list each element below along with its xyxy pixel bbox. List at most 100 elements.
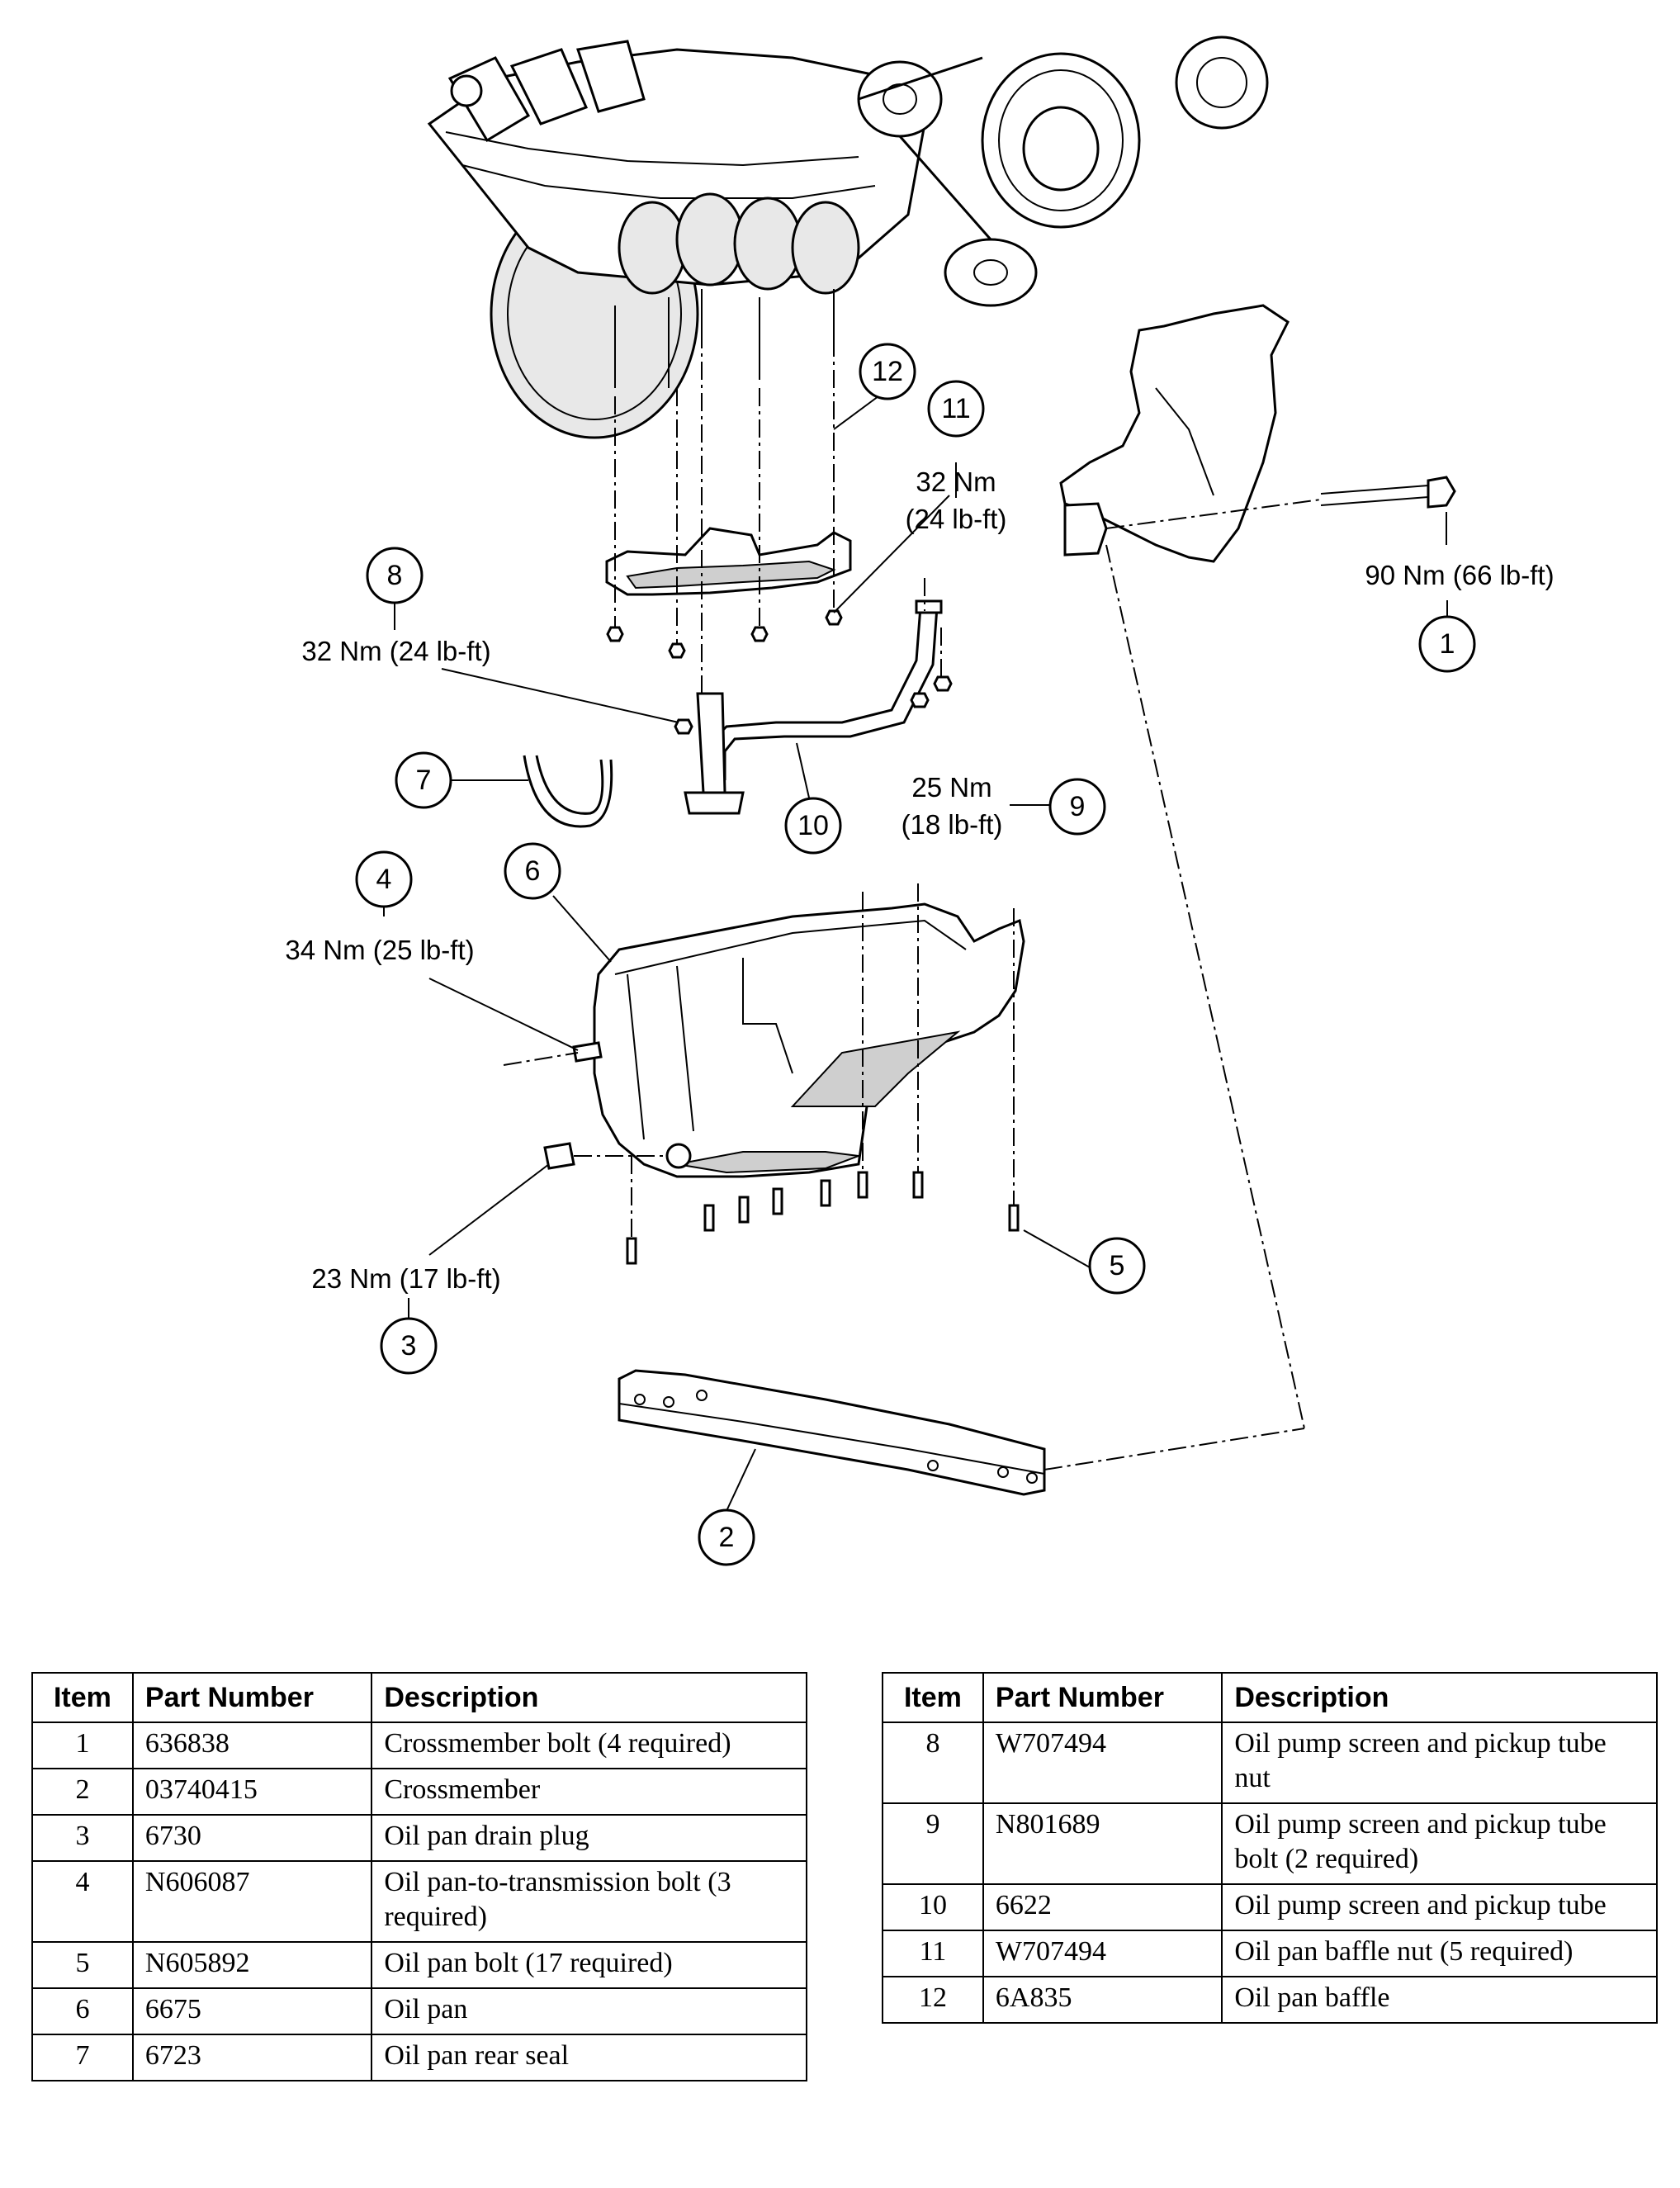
crossmember: [618, 1369, 1305, 1496]
callout-5: 5: [1088, 1237, 1146, 1295]
callout-12: 12: [859, 343, 916, 400]
torque-spec: 34 Nm (25 lb-ft): [285, 935, 474, 965]
callout-number: 1: [1440, 628, 1455, 660]
column-header-item: Item: [31, 1672, 134, 1723]
callout-8: 8 32 Nm (24 lb-ft): [301, 547, 491, 666]
description-cell: Oil pan: [371, 1987, 807, 2035]
part-number-cell: N801689: [982, 1802, 1223, 1885]
callout-10: 10: [784, 797, 842, 855]
description-cell: Oil pan drain plug: [371, 1814, 807, 1862]
item-cell: 8: [882, 1722, 984, 1804]
callout-number: 2: [719, 1522, 735, 1553]
oil-pan: [503, 883, 1025, 1265]
callout-11: 11 32 Nm (24 lb-ft): [906, 380, 1007, 534]
table-row: 4 N606087 Oil pan-to-transmission bolt (…: [31, 1860, 807, 1943]
torque-spec: 23 Nm (17 lb-ft): [311, 1263, 500, 1294]
table-row: 2 03740415 Crossmember: [31, 1768, 807, 1816]
oil-pan-bolts: [626, 883, 1020, 1265]
leader-lines: [383, 393, 1448, 1512]
item-cell: 5: [31, 1941, 134, 1989]
callout-number: 8: [387, 560, 403, 591]
table-row: 12 6A835 Oil pan baffle: [882, 1976, 1658, 2024]
column-header-description: Description: [1221, 1672, 1658, 1723]
part-number-cell: 6675: [131, 1987, 373, 2035]
callout-6: 6: [504, 842, 561, 900]
part-number-cell: N606087: [131, 1860, 373, 1943]
item-cell: 4: [31, 1860, 134, 1943]
oil-pan-rear-seal: [523, 755, 613, 828]
callout-9: 9 25 Nm (18 lb-ft): [902, 772, 1106, 840]
description-cell: Oil pump screen and pickup tube bolt (2 …: [1221, 1802, 1658, 1885]
table-header-row: Item Part Number Description: [31, 1672, 807, 1723]
part-number-cell: 03740415: [131, 1768, 373, 1816]
column-header-description: Description: [371, 1672, 807, 1723]
callout-number: 11: [941, 393, 970, 424]
table-row: 1 636838 Crossmember bolt (4 required): [31, 1722, 807, 1769]
description-cell: Oil pan baffle nut (5 required): [1221, 1930, 1658, 1977]
table-row: 7 6723 Oil pan rear seal: [31, 2034, 807, 2081]
description-cell: Crossmember: [371, 1768, 807, 1816]
description-cell: Crossmember bolt (4 required): [371, 1722, 807, 1769]
item-cell: 9: [882, 1802, 984, 1885]
table-row: 5 N605892 Oil pan bolt (17 required): [31, 1941, 807, 1989]
part-number-cell: 636838: [131, 1722, 373, 1769]
torque-spec: 32 Nm (24 lb-ft): [301, 636, 490, 666]
torque-spec-line2: (18 lb-ft): [902, 809, 1003, 840]
torque-spec-line1: 25 Nm: [911, 772, 991, 803]
item-cell: 7: [31, 2034, 134, 2081]
item-cell: 2: [31, 1768, 134, 1816]
torque-spec: 90 Nm (66 lb-ft): [1365, 560, 1554, 590]
item-cell: 10: [882, 1883, 984, 1931]
callout-number: 4: [376, 864, 392, 895]
part-number-cell: 6723: [131, 2034, 373, 2081]
crossmember-bracket: [1059, 304, 1456, 1429]
column-header-item: Item: [882, 1672, 984, 1723]
callout-number: 7: [416, 765, 432, 796]
column-header-part-number: Part Number: [982, 1672, 1223, 1723]
callout-number: 10: [797, 810, 829, 841]
part-number-cell: N605892: [131, 1941, 373, 1989]
description-cell: Oil pan bolt (17 required): [371, 1941, 807, 1989]
part-number-cell: W707494: [982, 1930, 1223, 1977]
callout-number: 12: [872, 356, 903, 387]
torque-spec-line1: 32 Nm: [916, 466, 996, 497]
description-cell: Oil pump screen and pickup tube: [1221, 1883, 1658, 1931]
description-cell: Oil pump screen and pickup tube nut: [1221, 1722, 1658, 1804]
description-cell: Oil pan rear seal: [371, 2034, 807, 2081]
description-cell: Oil pan-to-transmission bolt (3 required…: [371, 1860, 807, 1943]
callout-7: 7: [395, 751, 452, 809]
parts-table-right: Item Part Number Description 8 W707494 O…: [882, 1672, 1658, 2024]
callout-number: 6: [525, 855, 541, 887]
part-number-cell: 6730: [131, 1814, 373, 1862]
part-number-cell: 6622: [982, 1883, 1223, 1931]
parts-table-left: Item Part Number Description 1 636838 Cr…: [31, 1672, 807, 2081]
callout-number: 9: [1070, 791, 1086, 822]
item-cell: 6: [31, 1987, 134, 2035]
callout-3: 3 23 Nm (17 lb-ft): [311, 1263, 501, 1375]
oil-pan-baffle: [605, 330, 852, 694]
oil-pump-pickup-tube: [674, 578, 953, 815]
table-row: 8 W707494 Oil pump screen and pickup tub…: [882, 1722, 1658, 1804]
item-cell: 3: [31, 1814, 134, 1862]
table-header-row: Item Part Number Description: [882, 1672, 1658, 1723]
item-cell: 1: [31, 1722, 134, 1769]
exploded-view-diagram: 1 90 Nm (66 lb-ft) 2 3 23 Nm (17 lb-ft) …: [285, 36, 1555, 1566]
table-row: 6 6675 Oil pan: [31, 1987, 807, 2035]
callout-2: 2: [698, 1508, 755, 1566]
table-row: 9 N801689 Oil pump screen and pickup tub…: [882, 1802, 1658, 1885]
table-row: 11 W707494 Oil pan baffle nut (5 require…: [882, 1930, 1658, 1977]
callout-number: 5: [1110, 1250, 1125, 1281]
callout-number: 3: [401, 1330, 417, 1362]
part-number-cell: W707494: [982, 1722, 1223, 1804]
column-header-part-number: Part Number: [131, 1672, 373, 1723]
item-cell: 12: [882, 1976, 984, 2024]
description-cell: Oil pan baffle: [1221, 1976, 1658, 2024]
callout-4: 4 34 Nm (25 lb-ft): [285, 850, 475, 965]
engine-block-illustration: [427, 36, 1269, 439]
part-number-cell: 6A835: [982, 1976, 1223, 2024]
callout-1: 1 90 Nm (66 lb-ft): [1365, 560, 1555, 673]
table-row: 10 6622 Oil pump screen and pickup tube: [882, 1883, 1658, 1931]
torque-spec-line2: (24 lb-ft): [906, 504, 1007, 534]
table-row: 3 6730 Oil pan drain plug: [31, 1814, 807, 1862]
item-cell: 11: [882, 1930, 984, 1977]
